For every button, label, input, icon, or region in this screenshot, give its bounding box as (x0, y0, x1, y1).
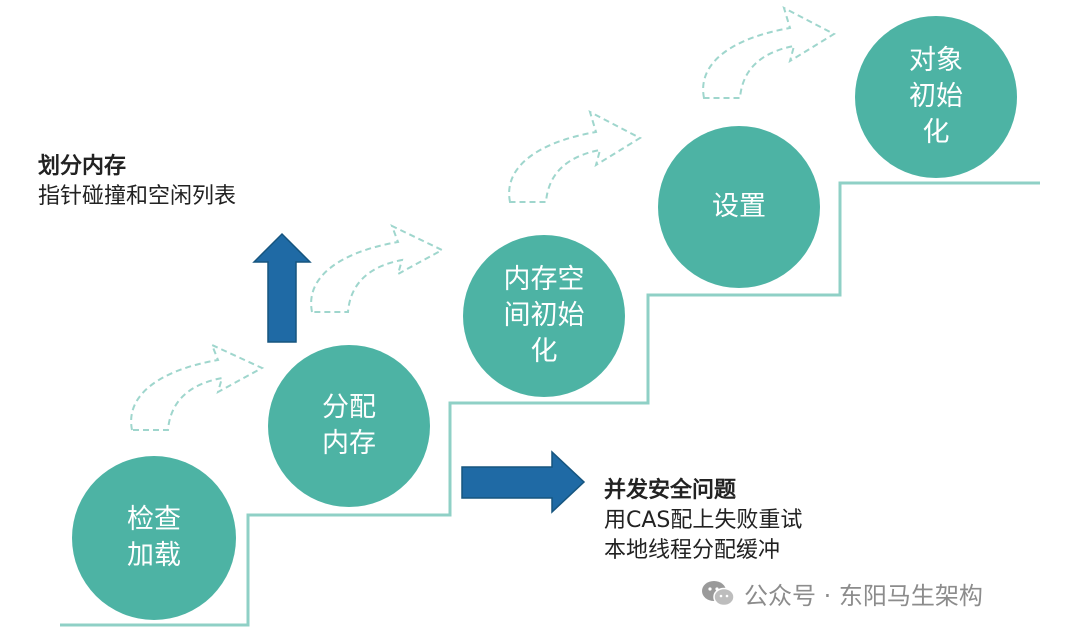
note-title: 划分内存 (38, 154, 127, 179)
step-label: 设置 (712, 191, 766, 222)
dashed-arrows (130, 6, 837, 431)
watermark-text: 公众号 · 东阳马生架构 (744, 582, 983, 610)
step-circle-allocate-memory: 分配 内存 (268, 345, 430, 507)
note-concurrency: 并发安全问题 用CAS配上失败重试 本地线程分配缓冲 (604, 476, 802, 566)
step-label: 内存空 间初始 化 (503, 264, 585, 367)
step-label: 分配 内存 (322, 392, 376, 459)
step-circle-object-init: 对象 初始 化 (855, 16, 1017, 178)
dashed-arrow-4 (702, 6, 837, 99)
step-circle-check-load: 检查 加载 (72, 456, 236, 620)
up-arrow (252, 232, 312, 343)
step-label: 检查 加载 (127, 504, 181, 571)
dashed-arrow-1 (130, 343, 265, 431)
watermark: 公众号 · 东阳马生架构 (700, 576, 983, 611)
wechat-icon (702, 580, 735, 606)
dashed-arrow-2 (310, 224, 445, 313)
step-circle-memory-init: 内存空 间初始 化 (463, 235, 625, 397)
note-line: 本地线程分配缓冲 (604, 538, 781, 563)
right-arrow (461, 450, 586, 514)
note-title: 并发安全问题 (604, 478, 737, 503)
step-circle-setup: 设置 (658, 126, 820, 288)
step-label: 对象 初始 化 (909, 45, 963, 148)
staircase-line (60, 181, 1040, 627)
note-line: 指针碰撞和空闲列表 (38, 184, 237, 209)
note-line: 用CAS配上失败重试 (604, 508, 803, 533)
dashed-arrow-3 (508, 110, 643, 203)
note-divide-memory: 划分内存 指针碰撞和空闲列表 (38, 152, 236, 212)
